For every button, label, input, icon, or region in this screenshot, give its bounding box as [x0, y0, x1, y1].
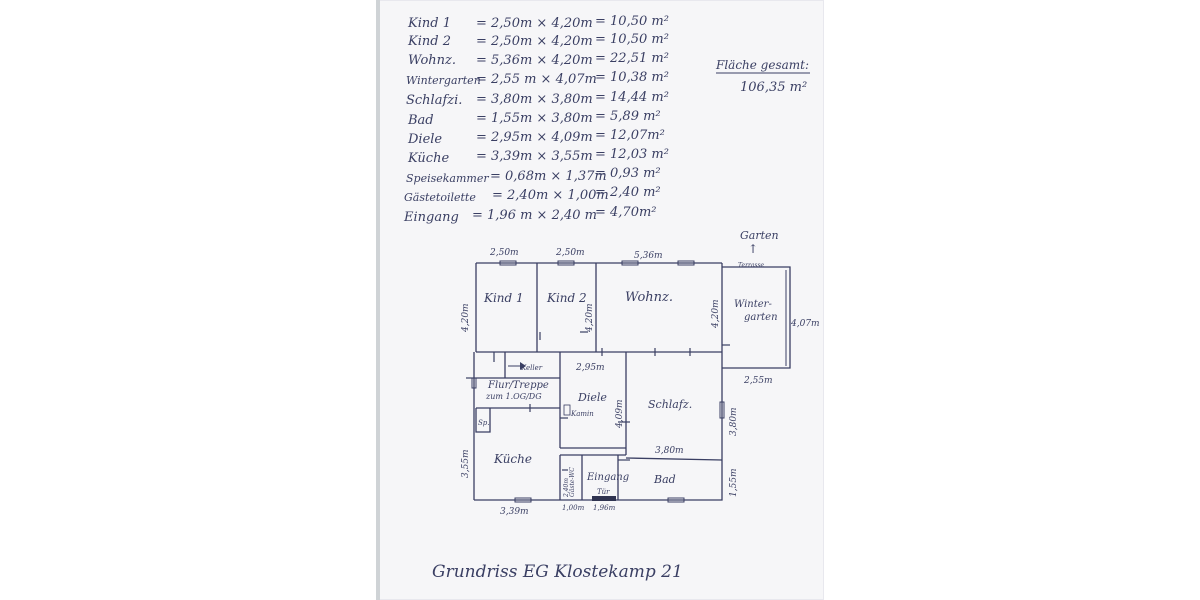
- calc-row-area: = 12,03 m²: [595, 147, 669, 162]
- keller-arrow: [508, 362, 526, 370]
- room-schlafz-label: Schlafz.: [648, 398, 692, 411]
- kamin-label: Kamin: [570, 410, 594, 418]
- calc-row-area: = 10,50 m²: [595, 14, 669, 29]
- calc-row-area: = 2,40 m²: [595, 185, 661, 200]
- calc-row-area: = 5,89 m²: [595, 109, 661, 124]
- room-wohnz-label: Wohnz.: [625, 290, 673, 305]
- door-label: Tür: [597, 488, 610, 496]
- room-diele-label: Diele: [577, 391, 607, 404]
- garden-arrow: ↑: [748, 242, 758, 256]
- calc-row-dims: = 1,55m × 3,80m: [476, 111, 593, 126]
- calc-row-area: = 12,07m²: [595, 128, 665, 143]
- calc-row-area: = 14,44 m²: [595, 90, 669, 105]
- room-wc-label: Gäste-WC: [569, 467, 576, 497]
- calc-row-dims: = 2,95m × 4,09m: [476, 130, 593, 145]
- dim-schlafz-width: 3,80m: [655, 446, 684, 456]
- dim-schlafz-depth: 3,80m: [729, 407, 739, 436]
- dim-eingang-width: 1,96m: [593, 504, 616, 512]
- calc-row-dims: = 1,96 m × 2,40 m: [472, 208, 597, 223]
- calc-row-area: = 10,38 m²: [595, 70, 669, 85]
- dim-top-wohnz: 5,36m: [634, 251, 663, 261]
- dim-kueche-depth: 3,55m: [461, 449, 471, 478]
- total-area: Fläche gesamt: 106,35 m²: [715, 58, 810, 95]
- wall-bottom: [474, 460, 723, 501]
- calc-row-room: Gästetoilette: [404, 191, 476, 204]
- dim-bad-depth: 1,55m: [729, 468, 739, 497]
- calc-row-area: = 22,51 m²: [595, 51, 669, 66]
- calc-row-room: Diele: [407, 132, 442, 147]
- dim-diele-width: 2,95m: [575, 363, 605, 373]
- calc-row-dims: = 5,36m × 4,20m: [476, 53, 593, 68]
- kamin-symbol: [563, 404, 571, 416]
- calc-row-area: = 0,93 m²: [595, 166, 661, 181]
- dim-winter-depth: 4,07m: [790, 319, 820, 329]
- calc-row-room: Kind 1: [407, 16, 451, 31]
- front-door: [592, 496, 616, 501]
- calc-row-room: Eingang: [403, 210, 459, 225]
- room-kind2-label: Kind 2: [546, 291, 587, 305]
- room-keller-label: Keller: [520, 364, 543, 372]
- window-schlafz: [719, 401, 725, 419]
- area-calculation-list: Kind 1 = 2,50m × 4,20m = 10,50 m² Kind 2…: [403, 14, 669, 225]
- dim-wc-depth: 2,40m: [563, 478, 570, 498]
- window-wohnz-1: [621, 260, 639, 266]
- wall-schlafz-bad: [625, 457, 723, 461]
- terrace-label: Terrasse: [738, 262, 765, 269]
- floor-plan: Garten ↑ Terrasse: [461, 229, 820, 517]
- dim-top-kind2: 2,50m: [555, 248, 585, 258]
- calc-row-area: = 10,50 m²: [595, 32, 669, 47]
- paper-edge: [376, 0, 380, 600]
- calc-row-dims: = 3,39m × 3,55m: [476, 149, 593, 164]
- calc-row-dims: = 0,68m × 1,37m: [490, 169, 607, 184]
- garden-label: Garten: [740, 229, 779, 242]
- plan-title: Grundriss EG Klostekamp 21: [432, 562, 683, 582]
- calc-row-room: Bad: [407, 113, 434, 128]
- dim-kind2-depth: 4,20m: [585, 303, 595, 333]
- calc-row-dims: = 3,80m × 3,80m: [476, 92, 593, 107]
- calc-row-room: Schlafzi.: [406, 93, 462, 108]
- window-kueche: [514, 497, 532, 503]
- dimension-labels: 2,50m 2,50m 5,36m 4,20m 4,20m 4,20m 4,07…: [461, 248, 820, 517]
- room-kind1-label: Kind 1: [483, 291, 524, 305]
- window-bad: [667, 497, 685, 503]
- room-wintergarten-label-2: garten: [744, 312, 778, 323]
- calc-row-room: Wintergarten: [406, 74, 481, 87]
- room-flur-label: Flur/Treppe: [487, 380, 549, 391]
- calc-row-dims: = 2,40m × 1,00m: [492, 188, 609, 203]
- walls: [473, 262, 791, 501]
- window-kind2: [557, 260, 575, 266]
- wall-wintergarten: [722, 266, 791, 369]
- dim-top-kind1: 2,50m: [489, 248, 519, 258]
- calc-row-room: Küche: [407, 151, 449, 166]
- calc-row-room: Speisekammer: [406, 172, 489, 185]
- calc-row-room: Kind 2: [407, 34, 451, 49]
- total-area-value: 106,35 m²: [740, 80, 807, 95]
- dim-winter-width: 2,55m: [743, 376, 773, 386]
- calc-row-dims: = 2,55 m × 4,07m: [476, 72, 597, 87]
- room-labels: Kind 1 Kind 2 Wohnz. Winter- garten Kell…: [478, 290, 778, 497]
- window-wohnz-2: [677, 260, 695, 266]
- room-kueche-label: Küche: [493, 452, 532, 466]
- calc-row-dims: = 2,50m × 4,20m: [476, 34, 593, 49]
- dim-wc-width: 1,00m: [562, 504, 585, 512]
- wall-speisekammer: [475, 408, 491, 433]
- room-speisekammer-label: Sp.: [478, 419, 490, 427]
- room-wintergarten-label-1: Winter-: [734, 299, 772, 310]
- calc-row-room: Wohnz.: [408, 53, 456, 68]
- calc-row-area: = 4,70m²: [595, 205, 657, 220]
- room-eingang-label: Eingang: [586, 472, 629, 483]
- dim-kueche-width: 3,39m: [500, 507, 529, 517]
- doors: [466, 331, 730, 471]
- total-area-label: Fläche gesamt:: [715, 58, 809, 72]
- room-bad-label: Bad: [653, 473, 676, 486]
- window-kind1: [499, 260, 517, 266]
- dim-wohnz-depth: 4,20m: [711, 299, 721, 329]
- calc-row-dims: = 2,50m × 4,20m: [476, 16, 593, 31]
- dim-diele-depth: 4,09m: [615, 399, 625, 429]
- dim-left-kind1: 4,20m: [461, 303, 471, 333]
- room-flur-sublabel: zum 1.OG/DG: [485, 392, 542, 401]
